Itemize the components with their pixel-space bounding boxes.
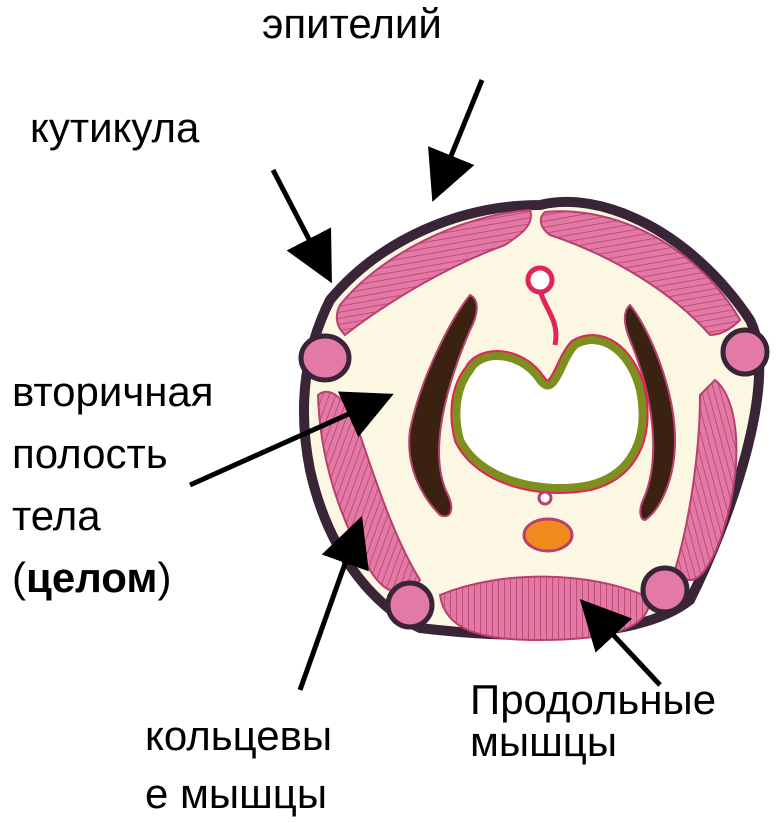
label-circular-muscles-line-1: кольцевы [145, 712, 332, 760]
lateral-node-bottom-left [388, 583, 432, 627]
arrow-cuticle [273, 170, 325, 270]
label-coelom-bold: целом [26, 554, 157, 601]
dorsal-vessel [528, 268, 552, 292]
lateral-node-left [301, 336, 349, 380]
label-coelom-line-1: вторичная [12, 368, 214, 416]
label-circular-muscles-line-2: е мышцы [145, 770, 327, 818]
label-coelom-line-4: (целом) [12, 554, 171, 602]
arrow-epithelium [438, 80, 482, 188]
arrow-circular-muscles [300, 530, 357, 690]
label-coelom-line-3: тела [12, 492, 101, 540]
lateral-node-right [723, 330, 767, 374]
ventral-nerve-cord [524, 519, 572, 551]
label-longitudinal-muscles-line-1: Продольные [470, 676, 716, 724]
label-cuticle: кутикула [30, 104, 199, 152]
ventral-vessel [539, 492, 551, 504]
lateral-node-bottom-right [643, 568, 687, 612]
label-coelom-line-2: полость [12, 430, 168, 478]
muscle-band-bottom [440, 577, 650, 640]
label-epithelium: эпителий [262, 0, 442, 48]
label-longitudinal-muscles-line-2: мышцы [470, 718, 617, 766]
